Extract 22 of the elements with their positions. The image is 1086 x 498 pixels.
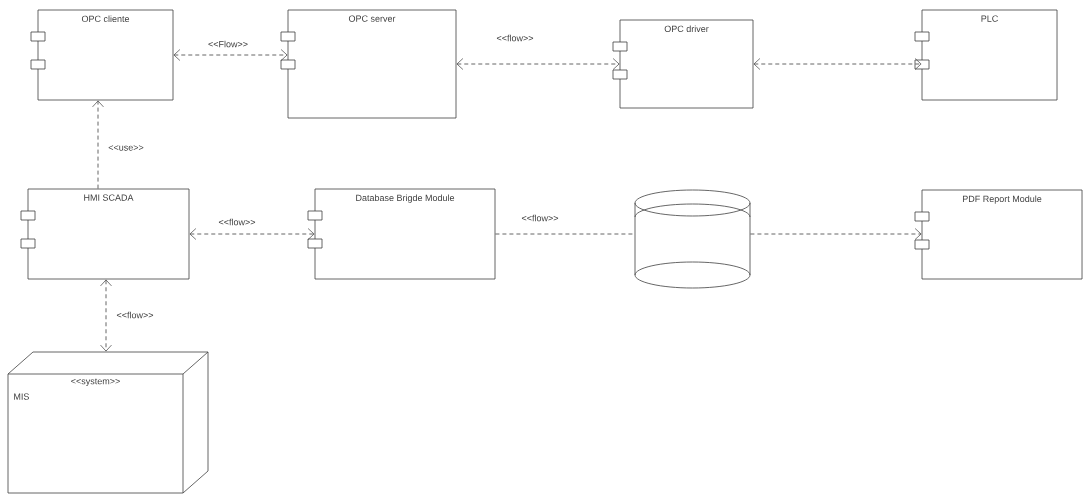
dependency-arrow	[173, 49, 288, 61]
dependency-arrow	[189, 228, 315, 240]
component-box: OPC cliente	[30, 9, 174, 101]
dependency-arrow	[456, 58, 620, 70]
component-box: OPC server	[280, 9, 457, 119]
edge-label: <<flow>>	[495, 33, 535, 43]
component-box: HMI SCADA	[20, 188, 190, 280]
component-box: OPC driver	[612, 19, 754, 109]
dependency-arrow	[92, 100, 104, 189]
dependency-arrow	[100, 279, 112, 352]
edge-label: <<use>>	[107, 144, 145, 152]
component-box: Database Brigde Module	[307, 188, 496, 280]
component-box: PLC	[914, 9, 1058, 101]
edge-label: <<flow>>	[115, 310, 155, 320]
dependency-arrow	[750, 228, 922, 240]
edge-label: <<flow>>	[520, 213, 560, 223]
database-cylinder	[634, 189, 751, 289]
system-node-box: <<system>> MIS	[7, 351, 209, 494]
dependency-arrow	[753, 58, 922, 70]
edge-label: <<flow>>	[217, 217, 257, 227]
component-box: PDF Report Module	[914, 189, 1083, 280]
edge-label: <<Flow>>	[207, 39, 249, 49]
